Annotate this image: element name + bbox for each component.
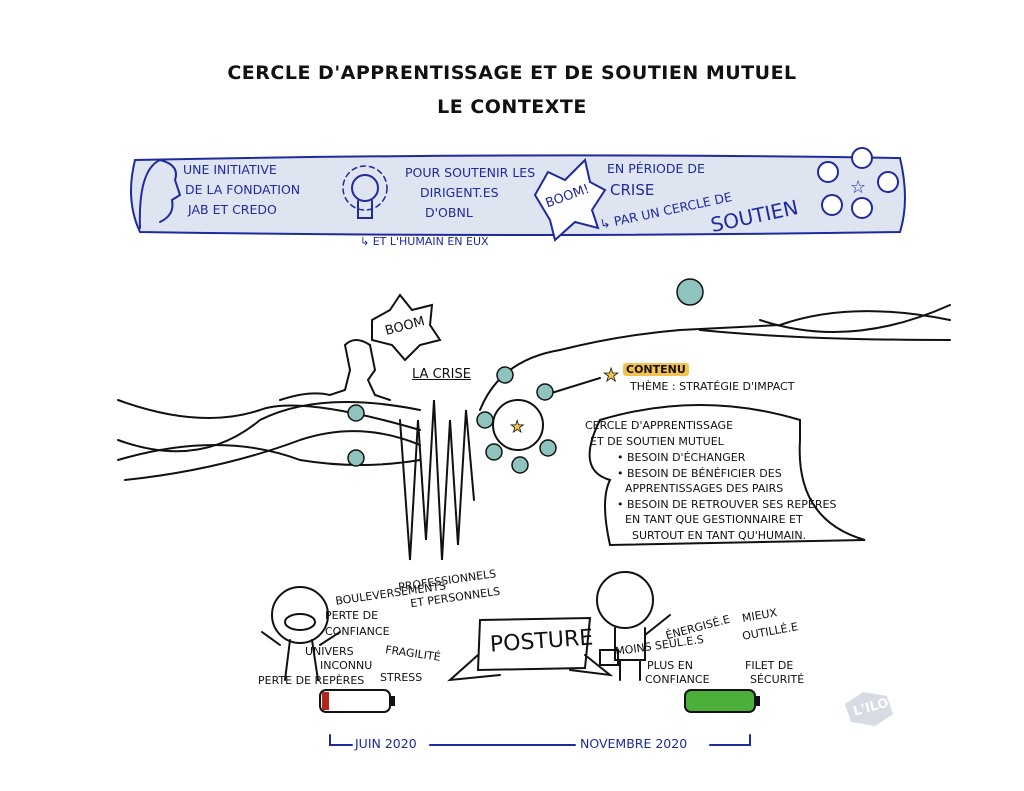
need-2b: apprentissages des pairs	[625, 482, 784, 495]
battery-empty-icon	[319, 689, 395, 713]
initiative-2: de la Fondation	[185, 182, 301, 197]
speech-bubble	[588, 404, 866, 547]
posture-ribbon	[447, 616, 614, 682]
soutenir-3: d'OBNL	[425, 205, 473, 220]
confiance-2: confiance	[645, 673, 710, 686]
univers-1: Univers	[305, 645, 354, 658]
soutenir-1: Pour soutenir les	[405, 165, 536, 180]
contenu-highlight: Contenu	[623, 363, 689, 376]
battery-full-icon	[684, 689, 760, 713]
circle-of-faces-icon	[817, 147, 899, 219]
perte-confiance-1: Perte de	[325, 609, 379, 622]
person-icon	[351, 174, 379, 202]
periode-2: crise	[610, 181, 655, 199]
periode-1: En période de	[607, 161, 705, 176]
filet-1: Filet de	[745, 659, 794, 672]
need-2: • Besoin de bénéficier des	[617, 467, 782, 480]
bubble-title-2: et de soutien mutuel	[590, 435, 724, 448]
need-3b: en tant que gestionnaire et	[625, 513, 803, 526]
need-3: • Besoin de retrouver ses repères	[617, 498, 837, 511]
banner-shape	[130, 154, 906, 236]
need-1: • Besoin d'échanger	[617, 451, 746, 464]
timeline-end: Novembre 2020	[580, 736, 688, 751]
need-3c: surtout en tant qu'humain.	[632, 529, 807, 542]
happy-person-icon	[596, 571, 654, 629]
theme-label: Thème : Stratégie d'impact	[630, 380, 795, 393]
title-line-2: Le contexte	[437, 96, 587, 118]
crisis-zigzag	[399, 399, 475, 561]
title-line-1: Cercle d'apprentissage et de soutien mut…	[227, 62, 797, 84]
filet-2: sécurité	[750, 673, 805, 686]
star-icon-2: ★	[510, 417, 524, 436]
confiance-1: Plus en	[647, 659, 693, 672]
crise-label: La crise	[412, 367, 471, 382]
stressed-person-icon	[271, 586, 329, 644]
timeline-start: Juin 2020	[355, 736, 417, 751]
logo	[845, 692, 893, 726]
team-faces	[347, 278, 704, 474]
univers-2: inconnu	[320, 659, 373, 672]
perte-reperes: Perte de repères	[258, 674, 365, 687]
stress: Stress	[380, 671, 423, 684]
initiative-3: JAB et Credo	[188, 202, 277, 217]
bubble-title-1: Cercle d'apprentissage	[585, 419, 734, 432]
head-profile-icon	[138, 158, 182, 229]
contenu-label: Contenu	[623, 363, 689, 376]
humain-text: ↳ Et l'humain en eux	[360, 235, 489, 248]
boom-burst-icon-2	[371, 293, 442, 362]
timeline-line	[329, 734, 751, 746]
soutenir-2: dirigent.es	[420, 185, 499, 200]
initiative-1: Une initiative	[183, 162, 277, 177]
boom-burst-icon	[533, 158, 607, 242]
perte-confiance-2: confiance	[325, 625, 390, 638]
star-icon: ☆	[850, 177, 866, 198]
star-icon-3: ★	[603, 365, 619, 386]
